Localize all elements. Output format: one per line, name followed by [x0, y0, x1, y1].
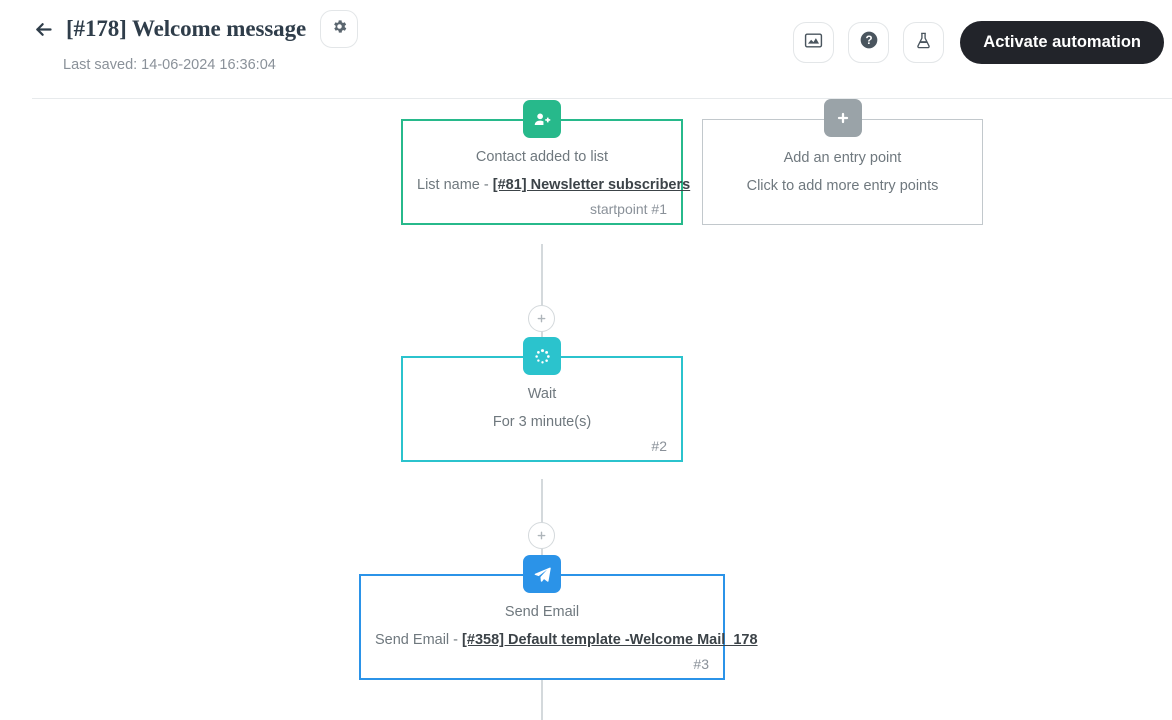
page-header: [#178] Welcome message Last saved: 14-06…	[0, 0, 1172, 99]
chart-statistics-icon	[804, 31, 823, 55]
node-subtitle-prefix: Send Email -	[375, 632, 463, 648]
node-title: Wait	[527, 386, 557, 402]
page-title: [#178] Welcome message	[66, 16, 307, 41]
plus-icon[interactable]	[823, 99, 862, 137]
node-add-entry-point[interactable]: Add an entry point Click to add more ent…	[702, 99, 983, 225]
settings-button[interactable]	[320, 10, 359, 48]
workflow-canvas[interactable]: Contact added to list List name - [#81] …	[0, 99, 1172, 720]
title-row: [#178] Welcome message	[32, 10, 359, 48]
node-subtitle-link[interactable]: [#81] Newsletter subscribers	[492, 177, 691, 193]
add-step-button-1[interactable]	[528, 305, 555, 332]
wait-spinner-icon[interactable]	[523, 337, 561, 375]
back-arrow-icon[interactable]	[32, 18, 54, 40]
entry-point-subtitle: Click to add more entry points	[746, 178, 939, 194]
node-id-label: #2	[651, 438, 667, 454]
statistics-button[interactable]	[793, 22, 835, 63]
node-title: Contact added to list	[475, 149, 609, 165]
node-subtitle: List name - [#81] Newsletter subscribers	[417, 177, 690, 193]
test-automation-button[interactable]	[903, 22, 945, 63]
node-id-label: #3	[693, 656, 709, 672]
activate-automation-button[interactable]: Activate automation	[960, 21, 1164, 64]
node-wait[interactable]: Wait For 3 minute(s) #2	[401, 337, 683, 462]
node-send-email[interactable]: Send Email Send Email - [#358] Default t…	[359, 555, 758, 680]
connector-line-3	[541, 677, 543, 720]
node-subtitle-prefix: List name -	[417, 177, 493, 193]
lab-flask-icon	[914, 31, 933, 55]
node-contact-added-to-list[interactable]: Contact added to list List name - [#81] …	[401, 100, 690, 225]
svg-text:?: ?	[865, 34, 872, 47]
node-title: Send Email	[504, 604, 580, 620]
help-button[interactable]: ?	[848, 22, 890, 63]
add-step-button-2[interactable]	[528, 522, 555, 549]
user-add-icon[interactable]	[523, 100, 561, 138]
node-subtitle: For 3 minute(s)	[492, 414, 592, 430]
paper-plane-icon[interactable]	[523, 555, 561, 593]
question-mark-icon: ?	[859, 30, 879, 55]
node-subtitle-link[interactable]: [#358] Default template -Welcome Mail_17…	[462, 632, 758, 648]
last-saved-label: Last saved: 14-06-2024 16:36:04	[63, 57, 276, 73]
header-divider	[32, 98, 1172, 99]
node-id-label: startpoint #1	[589, 201, 667, 217]
entry-point-title: Add an entry point	[783, 150, 902, 166]
gear-icon	[331, 18, 348, 40]
header-actions: ? Activate automation	[793, 21, 1164, 64]
node-subtitle: Send Email - [#358] Default template -We…	[375, 632, 758, 648]
